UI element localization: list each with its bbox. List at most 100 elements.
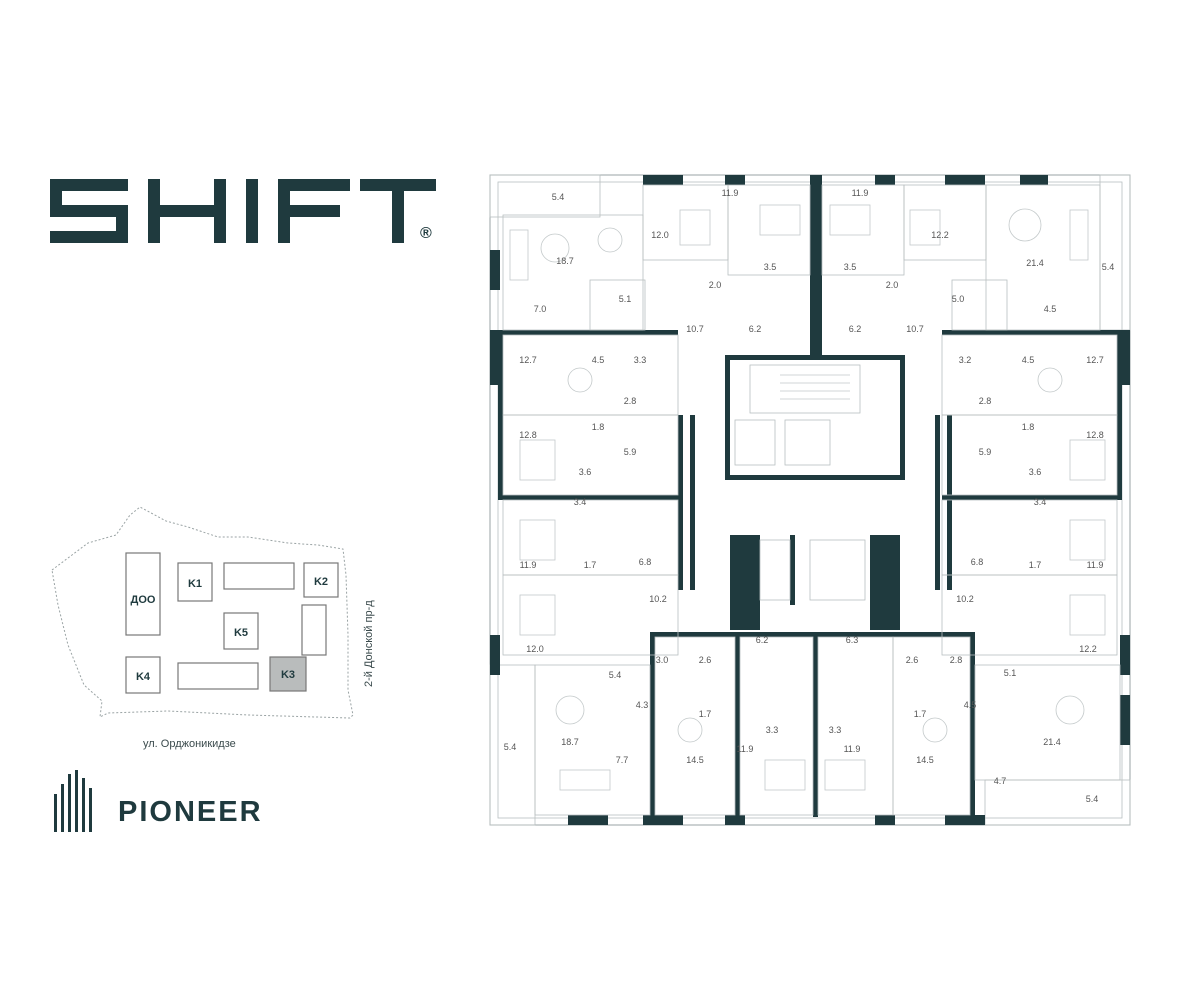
room-area-label: 6.2 bbox=[849, 324, 862, 334]
room-area-label: 6.2 bbox=[756, 635, 769, 645]
room-area-label: 6.2 bbox=[749, 324, 762, 334]
building-doo: ДОО bbox=[125, 552, 161, 636]
room-area-label: 5.9 bbox=[979, 447, 992, 457]
room-area-label: 11.9 bbox=[737, 744, 754, 754]
room-area-label: 12.2 bbox=[931, 230, 949, 240]
room-area-label: 3.6 bbox=[1029, 467, 1042, 477]
room-area-label: 5.1 bbox=[1004, 668, 1017, 678]
room-area-label: 3.5 bbox=[764, 262, 777, 272]
room-area-label: 2.6 bbox=[699, 655, 712, 665]
room-area-label: 12.8 bbox=[1086, 430, 1104, 440]
room-area-label: 1.7 bbox=[1029, 560, 1042, 570]
room-area-label: 2.8 bbox=[624, 396, 637, 406]
shift-logo: ® bbox=[48, 175, 443, 247]
balcony-top-left bbox=[489, 174, 601, 218]
room-area-label: 5.4 bbox=[1102, 262, 1115, 272]
room-area-label: 2.8 bbox=[979, 396, 992, 406]
room-area-label: 6.8 bbox=[639, 557, 652, 567]
svg-text:K5: K5 bbox=[234, 627, 248, 639]
room-area-label: 3.6 bbox=[579, 467, 592, 477]
svg-text:ДОО: ДОО bbox=[131, 594, 156, 606]
building-unlabeled bbox=[223, 562, 295, 590]
area-labels: 5.4 11.9 11.9 12.0 12.2 18.7 21.4 5.4 3.5 3.5 2.0 2… bbox=[504, 188, 1115, 804]
svg-text:K3: K3 bbox=[281, 669, 295, 681]
partition-walls bbox=[502, 184, 1121, 816]
registered-mark: ® bbox=[420, 225, 432, 242]
room-area-label: 4.5 bbox=[1022, 355, 1035, 365]
room-area-label: 4.5 bbox=[964, 700, 977, 710]
room-area-label: 3.5 bbox=[844, 262, 857, 272]
building-k3: K3 bbox=[269, 656, 307, 692]
building-unlabeled bbox=[177, 662, 259, 690]
street-right: 2-й Донской пр-д bbox=[363, 600, 375, 687]
room-area-label: 11.9 bbox=[1087, 560, 1104, 570]
room-area-label: 3.4 bbox=[574, 497, 587, 507]
room-area-label: 10.2 bbox=[649, 594, 667, 604]
room-area-label: 5.4 bbox=[552, 192, 565, 202]
building-k2: K2 bbox=[303, 562, 339, 598]
room-area-label: 18.7 bbox=[561, 737, 579, 747]
room-area-label: 12.7 bbox=[1086, 355, 1104, 365]
svg-text:K2: K2 bbox=[314, 576, 328, 588]
pioneer-mark-icon bbox=[54, 770, 92, 832]
shift-wordmark-icon bbox=[50, 179, 436, 243]
room-area-label: 4.7 bbox=[994, 776, 1007, 786]
room-area-label: 2.0 bbox=[886, 280, 899, 290]
building-unlabeled bbox=[301, 604, 327, 656]
room-area-label: 10.7 bbox=[686, 324, 704, 334]
room-area-label: 12.0 bbox=[526, 644, 544, 654]
room-area-label: 2.8 bbox=[950, 655, 963, 665]
room-area-label: 12.2 bbox=[1079, 644, 1097, 654]
room-area-label: 6.8 bbox=[971, 557, 984, 567]
room-area-label: 11.9 bbox=[722, 188, 739, 198]
room-area-label: 5.0 bbox=[952, 294, 965, 304]
room-area-label: 3.3 bbox=[766, 725, 779, 735]
room-area-label: 5.4 bbox=[504, 742, 517, 752]
room-area-label: 14.5 bbox=[916, 755, 934, 765]
room-area-label: 4.5 bbox=[592, 355, 605, 365]
room-area-label: 3.3 bbox=[829, 725, 842, 735]
room-area-label: 18.7 bbox=[556, 256, 574, 266]
structural-walls bbox=[490, 175, 1130, 825]
room-area-label: 10.2 bbox=[956, 594, 974, 604]
room-area-label: 3.3 bbox=[634, 355, 647, 365]
room-area-label: 1.8 bbox=[1022, 422, 1035, 432]
room-area-label: 1.7 bbox=[584, 560, 597, 570]
room-area-label: 14.5 bbox=[686, 755, 704, 765]
room-area-label: 2.0 bbox=[709, 280, 722, 290]
floor-plan: 5.4 11.9 11.9 12.0 12.2 18.7 21.4 5.4 3.5 3.5 2.0 2… bbox=[480, 170, 1140, 840]
building-k4: K4 bbox=[125, 656, 161, 694]
pioneer-logo: PIONEER bbox=[52, 770, 352, 834]
room-area-label: 7.0 bbox=[534, 304, 547, 314]
svg-text:K1: K1 bbox=[188, 578, 202, 590]
room-area-label: 12.0 bbox=[651, 230, 669, 240]
room-area-label: 3.4 bbox=[1034, 497, 1047, 507]
room-area-label: 1.7 bbox=[699, 709, 712, 719]
street-bottom: ул. Орджоникидзе bbox=[143, 738, 236, 750]
room-area-label: 11.9 bbox=[844, 744, 861, 754]
room-area-label: 12.7 bbox=[519, 355, 537, 365]
balcony-top-right bbox=[1099, 174, 1131, 331]
site-map: ДОО K1 K2 K5 K4 K3 bbox=[48, 505, 388, 760]
room-area-label: 4.3 bbox=[636, 700, 649, 710]
room-area-label: 21.4 bbox=[1026, 258, 1044, 268]
room-area-label: 6.3 bbox=[846, 635, 859, 645]
svg-text:K4: K4 bbox=[136, 671, 151, 683]
room-area-label: 21.4 bbox=[1043, 737, 1061, 747]
room-area-label: 7.7 bbox=[616, 755, 629, 765]
room-area-label: 11.9 bbox=[520, 560, 537, 570]
room-area-label: 12.8 bbox=[519, 430, 537, 440]
room-area-label: 3.2 bbox=[959, 355, 972, 365]
furniture bbox=[509, 204, 1106, 791]
room-area-label: 4.5 bbox=[1044, 304, 1057, 314]
room-area-label: 3.0 bbox=[656, 655, 669, 665]
room-area-label: 5.4 bbox=[1086, 794, 1099, 804]
room-area-label: 11.9 bbox=[852, 188, 869, 198]
room-area-label: 5.1 bbox=[619, 294, 632, 304]
room-area-label: 1.8 bbox=[592, 422, 605, 432]
room-area-label: 2.6 bbox=[906, 655, 919, 665]
building-k5: K5 bbox=[223, 612, 259, 650]
pioneer-wordmark: PIONEER bbox=[118, 796, 263, 828]
room-area-label: 5.9 bbox=[624, 447, 637, 457]
room-area-label: 10.7 bbox=[906, 324, 924, 334]
